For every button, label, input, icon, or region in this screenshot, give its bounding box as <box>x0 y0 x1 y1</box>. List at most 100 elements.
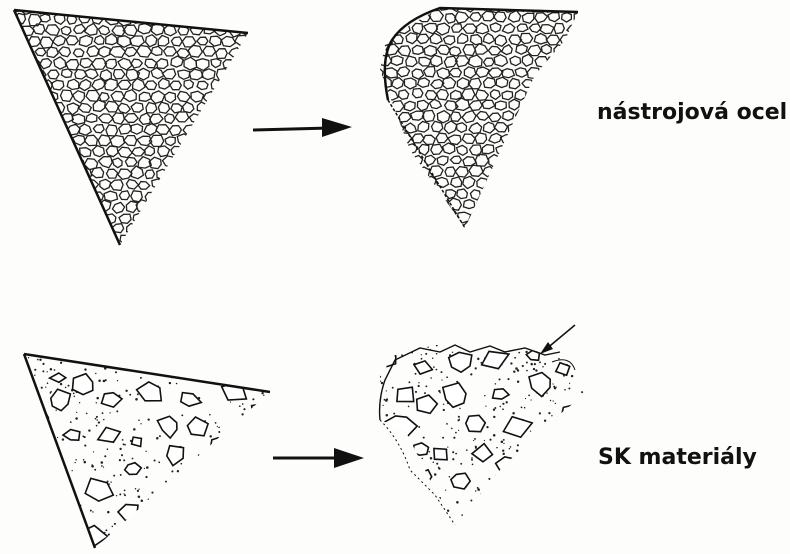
grain <box>405 144 417 154</box>
grain <box>54 57 66 69</box>
grain <box>489 155 501 168</box>
grain <box>133 214 145 223</box>
grain <box>91 168 103 178</box>
carbide-grain <box>413 443 428 455</box>
carbide-grain <box>203 476 212 487</box>
binder-dot <box>83 459 85 461</box>
carbide-grain <box>51 389 71 411</box>
binder-dot <box>576 446 578 448</box>
binder-dot <box>453 525 454 526</box>
binder-dot <box>541 477 543 479</box>
binder-dot <box>243 447 245 449</box>
grain <box>562 103 572 112</box>
binder-dot <box>556 387 557 388</box>
binder-dot <box>211 506 213 508</box>
grain <box>85 23 98 35</box>
binder-dot <box>475 447 477 449</box>
steel-grain-pattern <box>7 1 256 247</box>
grain <box>113 158 123 168</box>
grain <box>198 170 209 179</box>
binder-dot <box>438 467 440 469</box>
binder-dot <box>442 522 443 523</box>
binder-dot <box>269 463 271 465</box>
grain <box>22 91 32 103</box>
grain <box>237 124 248 136</box>
binder-dot <box>198 469 200 471</box>
grain <box>495 123 508 132</box>
grain <box>377 144 388 155</box>
grain <box>150 114 163 125</box>
binder-dot <box>173 487 175 489</box>
grain <box>145 146 155 156</box>
grain <box>567 179 578 189</box>
binder-dot <box>396 470 397 471</box>
grain <box>172 167 183 179</box>
binder-dot <box>415 391 417 393</box>
grain <box>522 54 533 66</box>
binder-dot <box>564 389 566 391</box>
binder-dot <box>79 402 80 403</box>
grain <box>216 49 227 59</box>
grain <box>510 56 521 65</box>
grain <box>412 134 424 143</box>
binder-dot <box>74 396 76 398</box>
binder-dot <box>488 488 490 490</box>
grain <box>516 134 528 143</box>
binder-dot <box>69 522 71 524</box>
grain <box>106 125 118 136</box>
grain <box>60 224 71 234</box>
grain <box>214 2 229 13</box>
binder-dot <box>171 488 173 490</box>
grain <box>462 89 475 100</box>
grain <box>392 78 404 89</box>
binder-dot <box>62 438 64 440</box>
binder-dot <box>386 414 389 417</box>
binder-dot <box>76 412 77 413</box>
binder-dot <box>107 511 110 514</box>
grain <box>554 88 565 98</box>
grain <box>456 98 470 110</box>
grain <box>177 2 188 12</box>
binder-dot <box>253 381 255 383</box>
binder-dot <box>555 403 556 404</box>
binder-dot <box>240 477 242 479</box>
binder-dot <box>549 493 551 495</box>
tip-outline <box>380 420 455 525</box>
carbide-grain <box>443 383 466 407</box>
binder-dot <box>145 476 147 478</box>
grain <box>16 82 26 91</box>
binder-dot <box>418 382 419 383</box>
grain <box>197 102 207 112</box>
binder-dot <box>174 526 177 529</box>
grain <box>242 70 253 78</box>
binder-dot <box>526 370 528 372</box>
binder-dot <box>41 387 43 389</box>
binder-dot <box>446 423 448 425</box>
binder-dot <box>489 439 491 441</box>
grain <box>527 111 539 121</box>
binder-dot <box>215 502 216 503</box>
grain <box>178 224 190 234</box>
grain <box>436 133 448 143</box>
binder-dot <box>474 438 476 440</box>
binder-dot <box>96 402 97 403</box>
grain <box>242 47 253 58</box>
grain <box>126 201 137 212</box>
grain <box>164 202 175 212</box>
carbide-grain <box>41 511 66 534</box>
binder-dot <box>123 443 125 445</box>
binder-dot <box>546 393 547 394</box>
binder-dot <box>447 510 449 512</box>
binder-dot <box>545 466 547 468</box>
grain <box>524 102 535 111</box>
binder-dot <box>235 545 237 547</box>
grain <box>385 1 396 10</box>
binder-dot <box>216 482 219 485</box>
grain <box>494 12 507 22</box>
binder-dot <box>161 500 163 502</box>
grain <box>412 156 422 166</box>
binder-dot <box>397 500 399 502</box>
grain <box>449 68 461 77</box>
binder-dot <box>397 512 398 513</box>
grain <box>554 178 567 188</box>
